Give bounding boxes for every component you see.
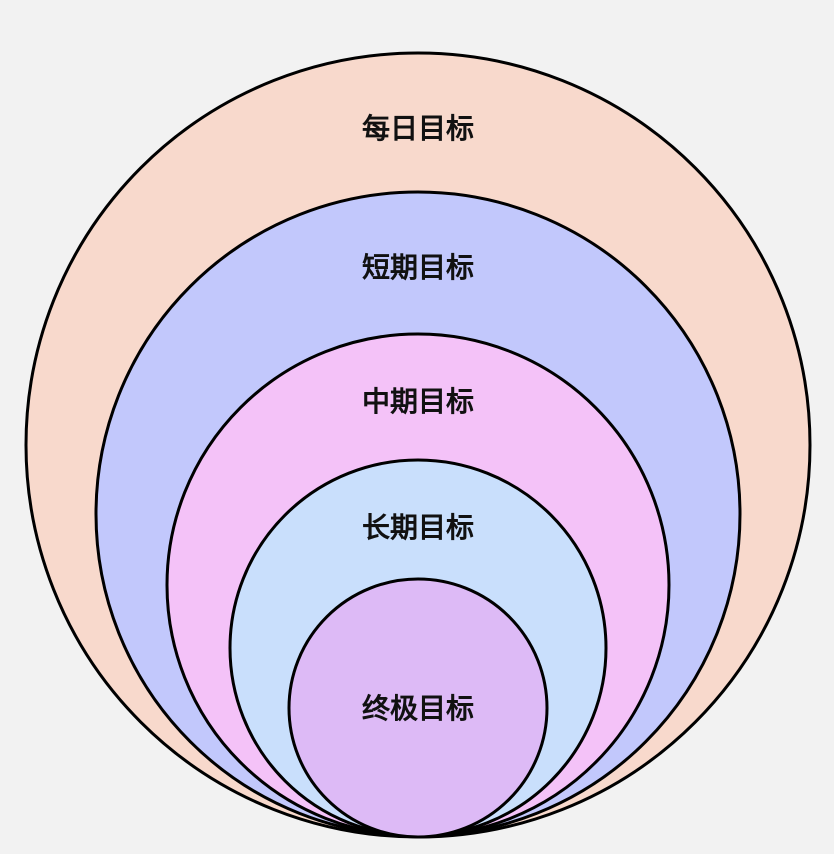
label-long-term-goals: 长期目标 [362, 511, 474, 544]
label-ultimate-goal: 终极目标 [362, 692, 474, 725]
label-daily-goals: 每日目标 [362, 112, 474, 145]
ring-ultimate-goal [287, 577, 549, 839]
label-short-term-goals: 短期目标 [362, 251, 474, 284]
label-mid-term-goals: 中期目标 [362, 385, 474, 418]
